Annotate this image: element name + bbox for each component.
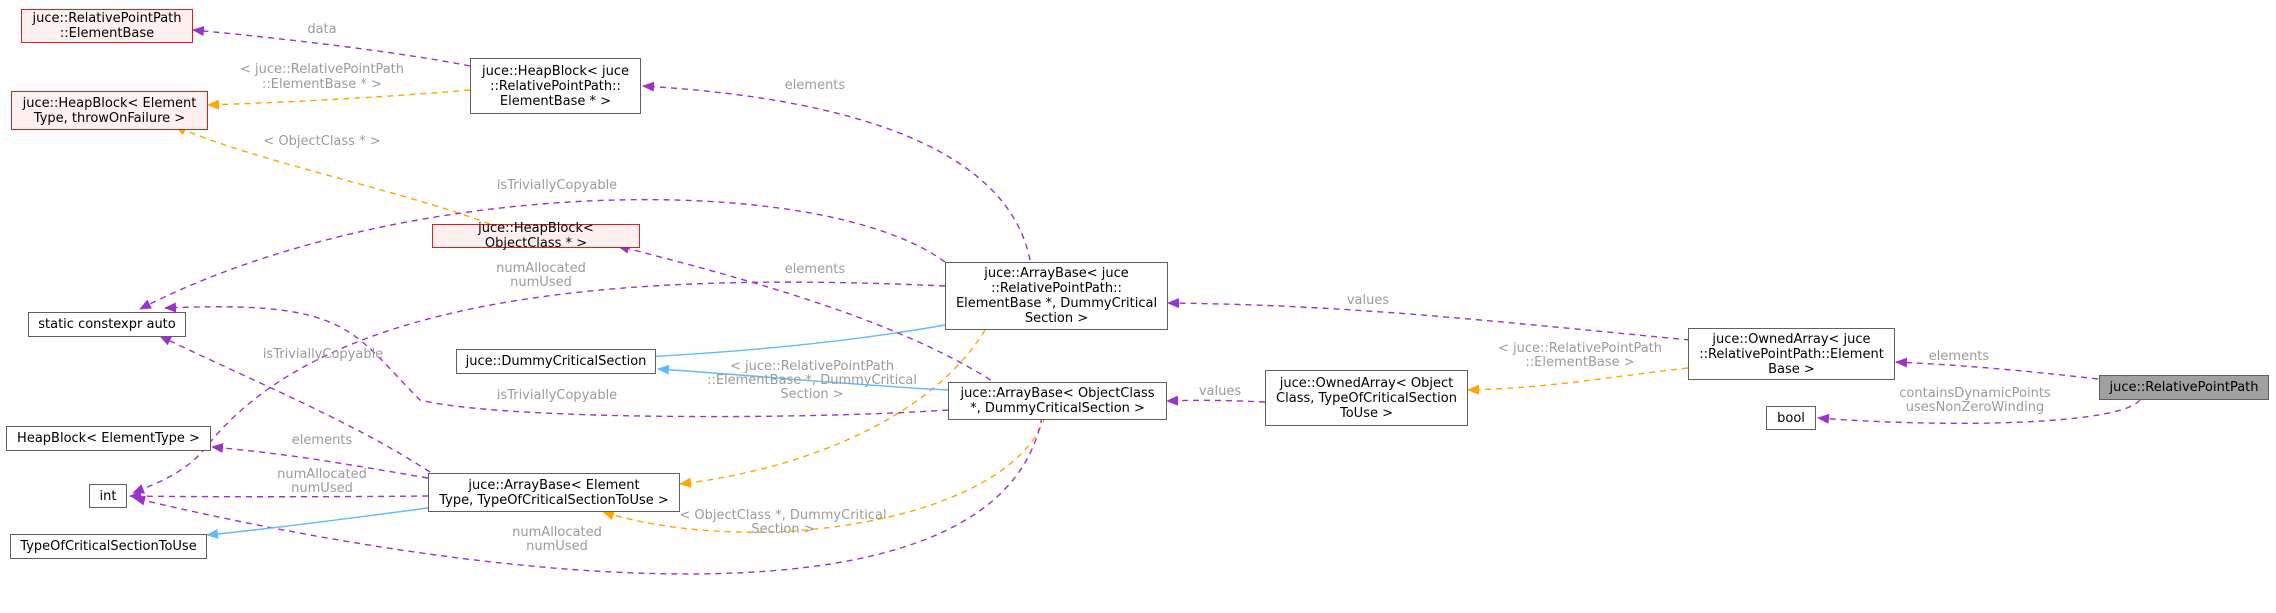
label-line: numUsed — [526, 539, 588, 554]
node-static-constexpr-auto[interactable]: static constexpr auto — [28, 312, 186, 337]
label-elements-top: elements — [785, 78, 846, 93]
label-relpath-dummy-tmpl: < juce::RelativePointPath::ElementBase *… — [707, 359, 917, 402]
label-line: < juce::RelativePointPath — [1498, 341, 1662, 356]
node-ownedarray-elementbase[interactable]: juce::OwnedArray< juce ::RelativePointPa… — [1688, 328, 1895, 380]
label-values-top: values — [1347, 293, 1390, 308]
edge-orange-objectclass-generic — [602, 416, 1046, 533]
label-line: < juce::RelativePointPath — [730, 359, 894, 374]
node-dummy-critical-section[interactable]: juce::DummyCriticalSection — [456, 349, 656, 374]
label-trivially-top: isTriviallyCopyable — [497, 178, 617, 193]
label-objectclass-ptr-tmpl: < ObjectClass * > — [263, 134, 380, 149]
edge-data — [192, 26, 471, 67]
label-trivially-mid: isTriviallyCopyable — [497, 388, 617, 403]
node-arraybase-generic[interactable]: juce::ArrayBase< Element Type, TypeOfCri… — [428, 473, 680, 512]
label-line: numUsed — [510, 275, 572, 290]
label-line: < ObjectClass *, DummyCritical — [679, 508, 886, 523]
label-line: ::ElementBase > — [1525, 355, 1634, 370]
edge-blue-dummy-mid — [657, 364, 949, 391]
label-line: numUsed — [291, 481, 353, 496]
edge-elements-top — [642, 81, 1031, 261]
node-relpath-elementbase[interactable]: juce::RelativePointPath ::ElementBase — [21, 9, 193, 43]
label-line: Section > — [751, 522, 814, 537]
edge-elements-left — [211, 443, 429, 479]
edge-relpath-tmpl-right — [1467, 367, 1689, 395]
label-line: containsDynamicPoints — [1899, 386, 2051, 401]
node-relative-point-path[interactable]: juce::RelativePointPath — [2099, 375, 2269, 400]
label-line: ::ElementBase *, DummyCritical — [707, 373, 917, 388]
label-relpath-elementbase-tmpl: < juce::RelativePointPath::ElementBase *… — [240, 62, 404, 92]
node-bool[interactable]: bool — [1766, 406, 1816, 430]
edge-contains-dynamic — [1817, 399, 2141, 425]
label-line: Section > — [780, 387, 843, 402]
label-elements-mid: elements — [785, 262, 846, 277]
edge-elements-right — [1895, 357, 2099, 380]
node-arraybase-objectclass[interactable]: juce::ArrayBase< ObjectClass *, DummyCri… — [948, 382, 1167, 420]
label-line: < juce::RelativePointPath — [240, 62, 404, 77]
label-line: numAllocated — [512, 525, 602, 540]
node-arraybase-elementbase[interactable]: juce::ArrayBase< juce ::RelativePointPat… — [945, 262, 1168, 330]
edge-trivially-left — [159, 335, 431, 473]
node-heapblock-elementtype[interactable]: HeapBlock< ElementType > — [6, 426, 211, 451]
edge-values-top — [1167, 298, 1691, 341]
label-elements-left: elements — [292, 433, 353, 448]
edge-trivially-top — [139, 198, 946, 310]
edge-orange-arraybase-generic-top — [679, 329, 986, 488]
node-int[interactable]: int — [89, 484, 127, 508]
edge-numalloc-left — [129, 491, 429, 502]
node-type-of-critical-section[interactable]: TypeOfCriticalSectionToUse — [10, 534, 207, 559]
edge-numalloc-top — [132, 281, 946, 494]
label-line: ::ElementBase * > — [262, 77, 382, 92]
label-line: numAllocated — [277, 467, 367, 482]
node-heapblock-elementbase-ptr[interactable]: juce::HeapBlock< juce ::RelativePointPat… — [470, 58, 641, 114]
label-trivially-left: isTriviallyCopyable — [263, 347, 383, 362]
label-elements-right: elements — [1929, 349, 1990, 364]
edge-relpath-elementbase-ptr — [207, 89, 471, 110]
label-values-mid: values — [1199, 384, 1242, 399]
label-line: numAllocated — [496, 261, 586, 276]
edge-blue-dummy-top — [622, 324, 946, 363]
edge-values-mid — [1166, 395, 1266, 406]
edge-blue-type-of-critical — [206, 507, 429, 539]
label-relpath-tmpl-right: < juce::RelativePointPath::ElementBase > — [1498, 341, 1662, 370]
edge-objectclass-elements — [617, 243, 1001, 387]
node-heapblock-objectclass-ptr[interactable]: juce::HeapBlock< ObjectClass * > — [432, 221, 640, 251]
label-line: usesNonZeroWinding — [1906, 400, 2044, 415]
node-ownedarray-generic[interactable]: juce::OwnedArray< Object Class, TypeOfCr… — [1265, 370, 1468, 426]
edge-numalloc-bottom — [133, 416, 1043, 575]
node-heapblock-element-type[interactable]: juce::HeapBlock< Element Type, throwOnFa… — [11, 91, 208, 130]
edge-trivially-mid — [164, 302, 949, 418]
edge-objectclass-ptr — [174, 125, 491, 225]
label-data: data — [307, 22, 336, 37]
